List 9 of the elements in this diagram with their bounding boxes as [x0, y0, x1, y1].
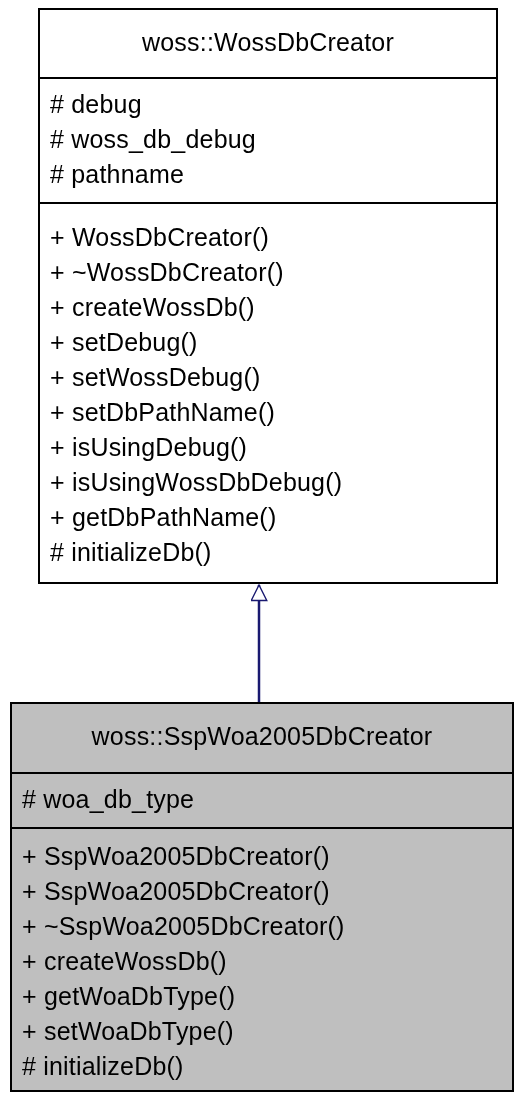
- class-box: [10, 702, 514, 1092]
- method-list: + WossDbCreator() + ~WossDbCreator() + createWossDb() + setDebug() + setWossDebug() + setDbPathName() + isUsingDebug() + isUsingWossDbDebug() + getDbPathName() # initializeDb(): [40, 202, 496, 586]
- attribute-list: # debug # woss_db_debug # pathname: [40, 77, 496, 202]
- class-name: woss::WossDbCreator: [141, 27, 395, 58]
- class-name: woss::SspWoa2005DbCreator: [90, 721, 434, 752]
- inheritance-arrow: [250, 584, 268, 702]
- attribute-list: # woa_db_type: [12, 772, 512, 827]
- method-list: + SspWoa2005DbCreator() + SspWoa2005DbCreator() + ~SspWoa2005DbCreator() + createWossDb() + getWoaDbType() + setWoaDbType() # initializeDb(): [12, 827, 512, 1090]
- class-box: [38, 8, 498, 584]
